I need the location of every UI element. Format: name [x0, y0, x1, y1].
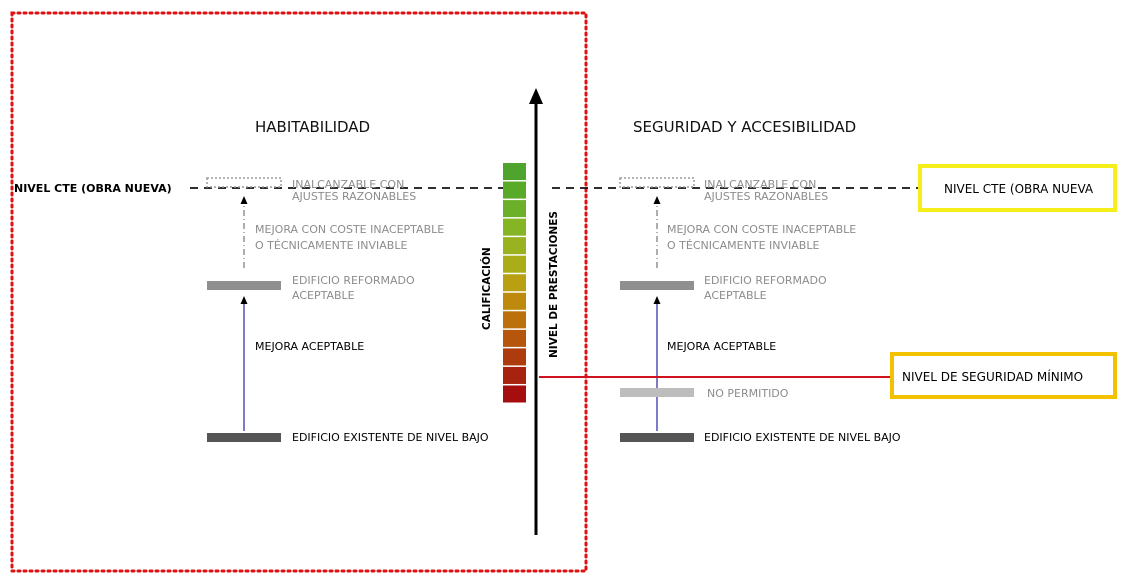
left-mejora-coste-line2: O TÉCNICAMENTE INVIABLE	[255, 239, 407, 252]
left-reformado-line1: EDIFICIO REFORMADO	[292, 274, 415, 287]
left-cte-label: NIVEL CTE (OBRA NUEVA)	[14, 182, 172, 195]
right-existente-label: EDIFICIO EXISTENTE DE NIVEL BAJO	[704, 431, 901, 444]
not-permitted-label: NO PERMITIDO	[707, 387, 789, 400]
right-mejora-aceptable: MEJORA ACEPTABLE	[667, 340, 776, 353]
rating-scale-cell	[503, 218, 526, 236]
minimum-safety-label: NIVEL DE SEGURIDAD MÍNIMO	[902, 369, 1083, 384]
left-unreachable-box	[206, 177, 282, 188]
left-existente-label: EDIFICIO EXISTENTE DE NIVEL BAJO	[292, 431, 489, 444]
rating-scale-cell	[503, 200, 526, 218]
right-cte-highlight-box	[918, 164, 1117, 212]
left-section-frame	[10, 11, 588, 573]
right-unacceptable-arrowhead	[653, 196, 661, 204]
right-inalcanzable-line2: AJUSTES RAZONABLES	[704, 190, 828, 203]
minimum-safety-highlight-box	[890, 352, 1117, 399]
left-acceptable-arrowhead	[240, 296, 248, 304]
left-inalcanzable-line1: INALCANZABLE CON	[292, 178, 404, 191]
rating-scale-cell	[503, 366, 526, 384]
right-mejora-coste-line2: O TÉCNICAMENTE INVIABLE	[667, 239, 819, 252]
right-acceptable-arrowhead	[653, 296, 661, 304]
left-reformed-bar	[207, 281, 281, 290]
rating-scale-cell	[503, 385, 526, 403]
rating-scale-cell	[503, 348, 526, 366]
left-mejora-aceptable: MEJORA ACEPTABLE	[255, 340, 364, 353]
rating-scale-cell	[503, 181, 526, 199]
right-cte-label: NIVEL CTE (OBRA NUEVA	[944, 182, 1094, 196]
nivel-prestaciones-label: NIVEL DE PRESTACIONES	[548, 211, 560, 358]
rating-scale-cell	[503, 311, 526, 329]
right-title: SEGURIDAD Y ACCESIBILIDAD	[633, 118, 856, 136]
rating-scale-cell	[503, 237, 526, 255]
right-reformado-line1: EDIFICIO REFORMADO	[704, 274, 827, 287]
rating-scale-cell	[503, 292, 526, 310]
left-mejora-coste-line1: MEJORA CON COSTE INACEPTABLE	[255, 223, 444, 236]
left-title: HABITABILIDAD	[255, 118, 370, 136]
left-existing-bar	[207, 433, 281, 442]
right-reformado-line2: ACEPTABLE	[704, 289, 767, 302]
right-existing-bar	[620, 433, 694, 442]
left-unacceptable-arrowhead	[240, 196, 248, 204]
left-inalcanzable-line2: AJUSTES RAZONABLES	[292, 190, 416, 203]
right-mejora-coste-line1: MEJORA CON COSTE INACEPTABLE	[667, 223, 856, 236]
not-permitted-bar	[620, 388, 694, 397]
rating-scale-cell	[503, 255, 526, 273]
performance-axis-arrowhead	[529, 88, 543, 104]
calificacion-label: CALIFICACIÓN	[480, 247, 493, 330]
rating-scale-cell	[503, 274, 526, 292]
rating-scale-cell	[503, 329, 526, 347]
rating-scale-cell	[503, 163, 526, 181]
left-reformado-line2: ACEPTABLE	[292, 289, 355, 302]
rating-color-scale	[503, 163, 526, 403]
right-reformed-bar	[620, 281, 694, 290]
right-inalcanzable-line1: INALCANZABLE CON	[704, 178, 816, 191]
right-unreachable-box	[619, 177, 695, 188]
